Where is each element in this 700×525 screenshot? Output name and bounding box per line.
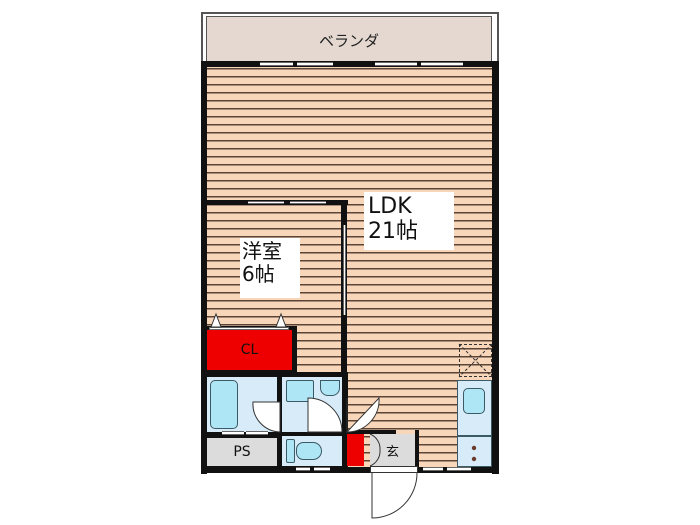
stove-burner-icon (471, 445, 477, 451)
window-balcony-3 (375, 62, 417, 66)
window-bath-1 (222, 431, 244, 435)
balcony-label: ベランダ (318, 32, 379, 50)
washbasin-icon (286, 380, 314, 402)
window-balcony-4 (421, 62, 463, 66)
closet-door[interactable] (209, 327, 289, 330)
window-western-sliding-2 (290, 201, 326, 204)
entrance-label: 玄 (385, 445, 399, 460)
pipe-space: PS (207, 438, 277, 466)
western-room-label: 洋室 6帖 (240, 238, 300, 298)
wall-top (201, 61, 499, 67)
wall-entrance-top (344, 430, 396, 434)
window-kitchen-2 (447, 467, 471, 471)
closet-label: CL (240, 342, 259, 358)
entrance-threshold (370, 466, 418, 473)
pipe-space-label: PS (233, 444, 251, 460)
shoe-storage (347, 434, 364, 466)
washing-machine-icon (320, 380, 340, 396)
wall-left (201, 61, 207, 474)
wall-western-right (341, 200, 347, 470)
window-western-sliding-1 (248, 201, 284, 204)
western-room-name: 洋室 (242, 239, 282, 263)
window-bath-2 (246, 431, 268, 435)
ldk-label: LDK 21帖 (364, 192, 454, 250)
window-toilet-2 (314, 467, 330, 471)
window-toilet-1 (296, 467, 310, 471)
window-kitchen-1 (423, 467, 443, 471)
stove-burner-icon (471, 456, 477, 462)
kitchen-divider (457, 435, 492, 437)
toilet-tank-icon (286, 439, 295, 463)
refrigerator-space (459, 344, 492, 377)
window-balcony-2 (297, 62, 333, 66)
western-room-size: 6帖 (242, 262, 275, 286)
kitchen-sink-icon (463, 388, 485, 414)
bathtub-icon (210, 380, 238, 429)
sliding-door-western[interactable] (343, 225, 346, 315)
wall-bottom (201, 467, 499, 473)
ldk-name: LDK (368, 194, 412, 219)
window-balcony-1 (260, 62, 293, 66)
balcony: ベランダ (206, 16, 492, 64)
toilet-bowl-icon (296, 442, 322, 460)
wall-right (492, 61, 499, 474)
wall-entrance-right (415, 430, 419, 470)
ldk-size: 21帖 (368, 219, 418, 245)
closet: CL (207, 330, 292, 370)
